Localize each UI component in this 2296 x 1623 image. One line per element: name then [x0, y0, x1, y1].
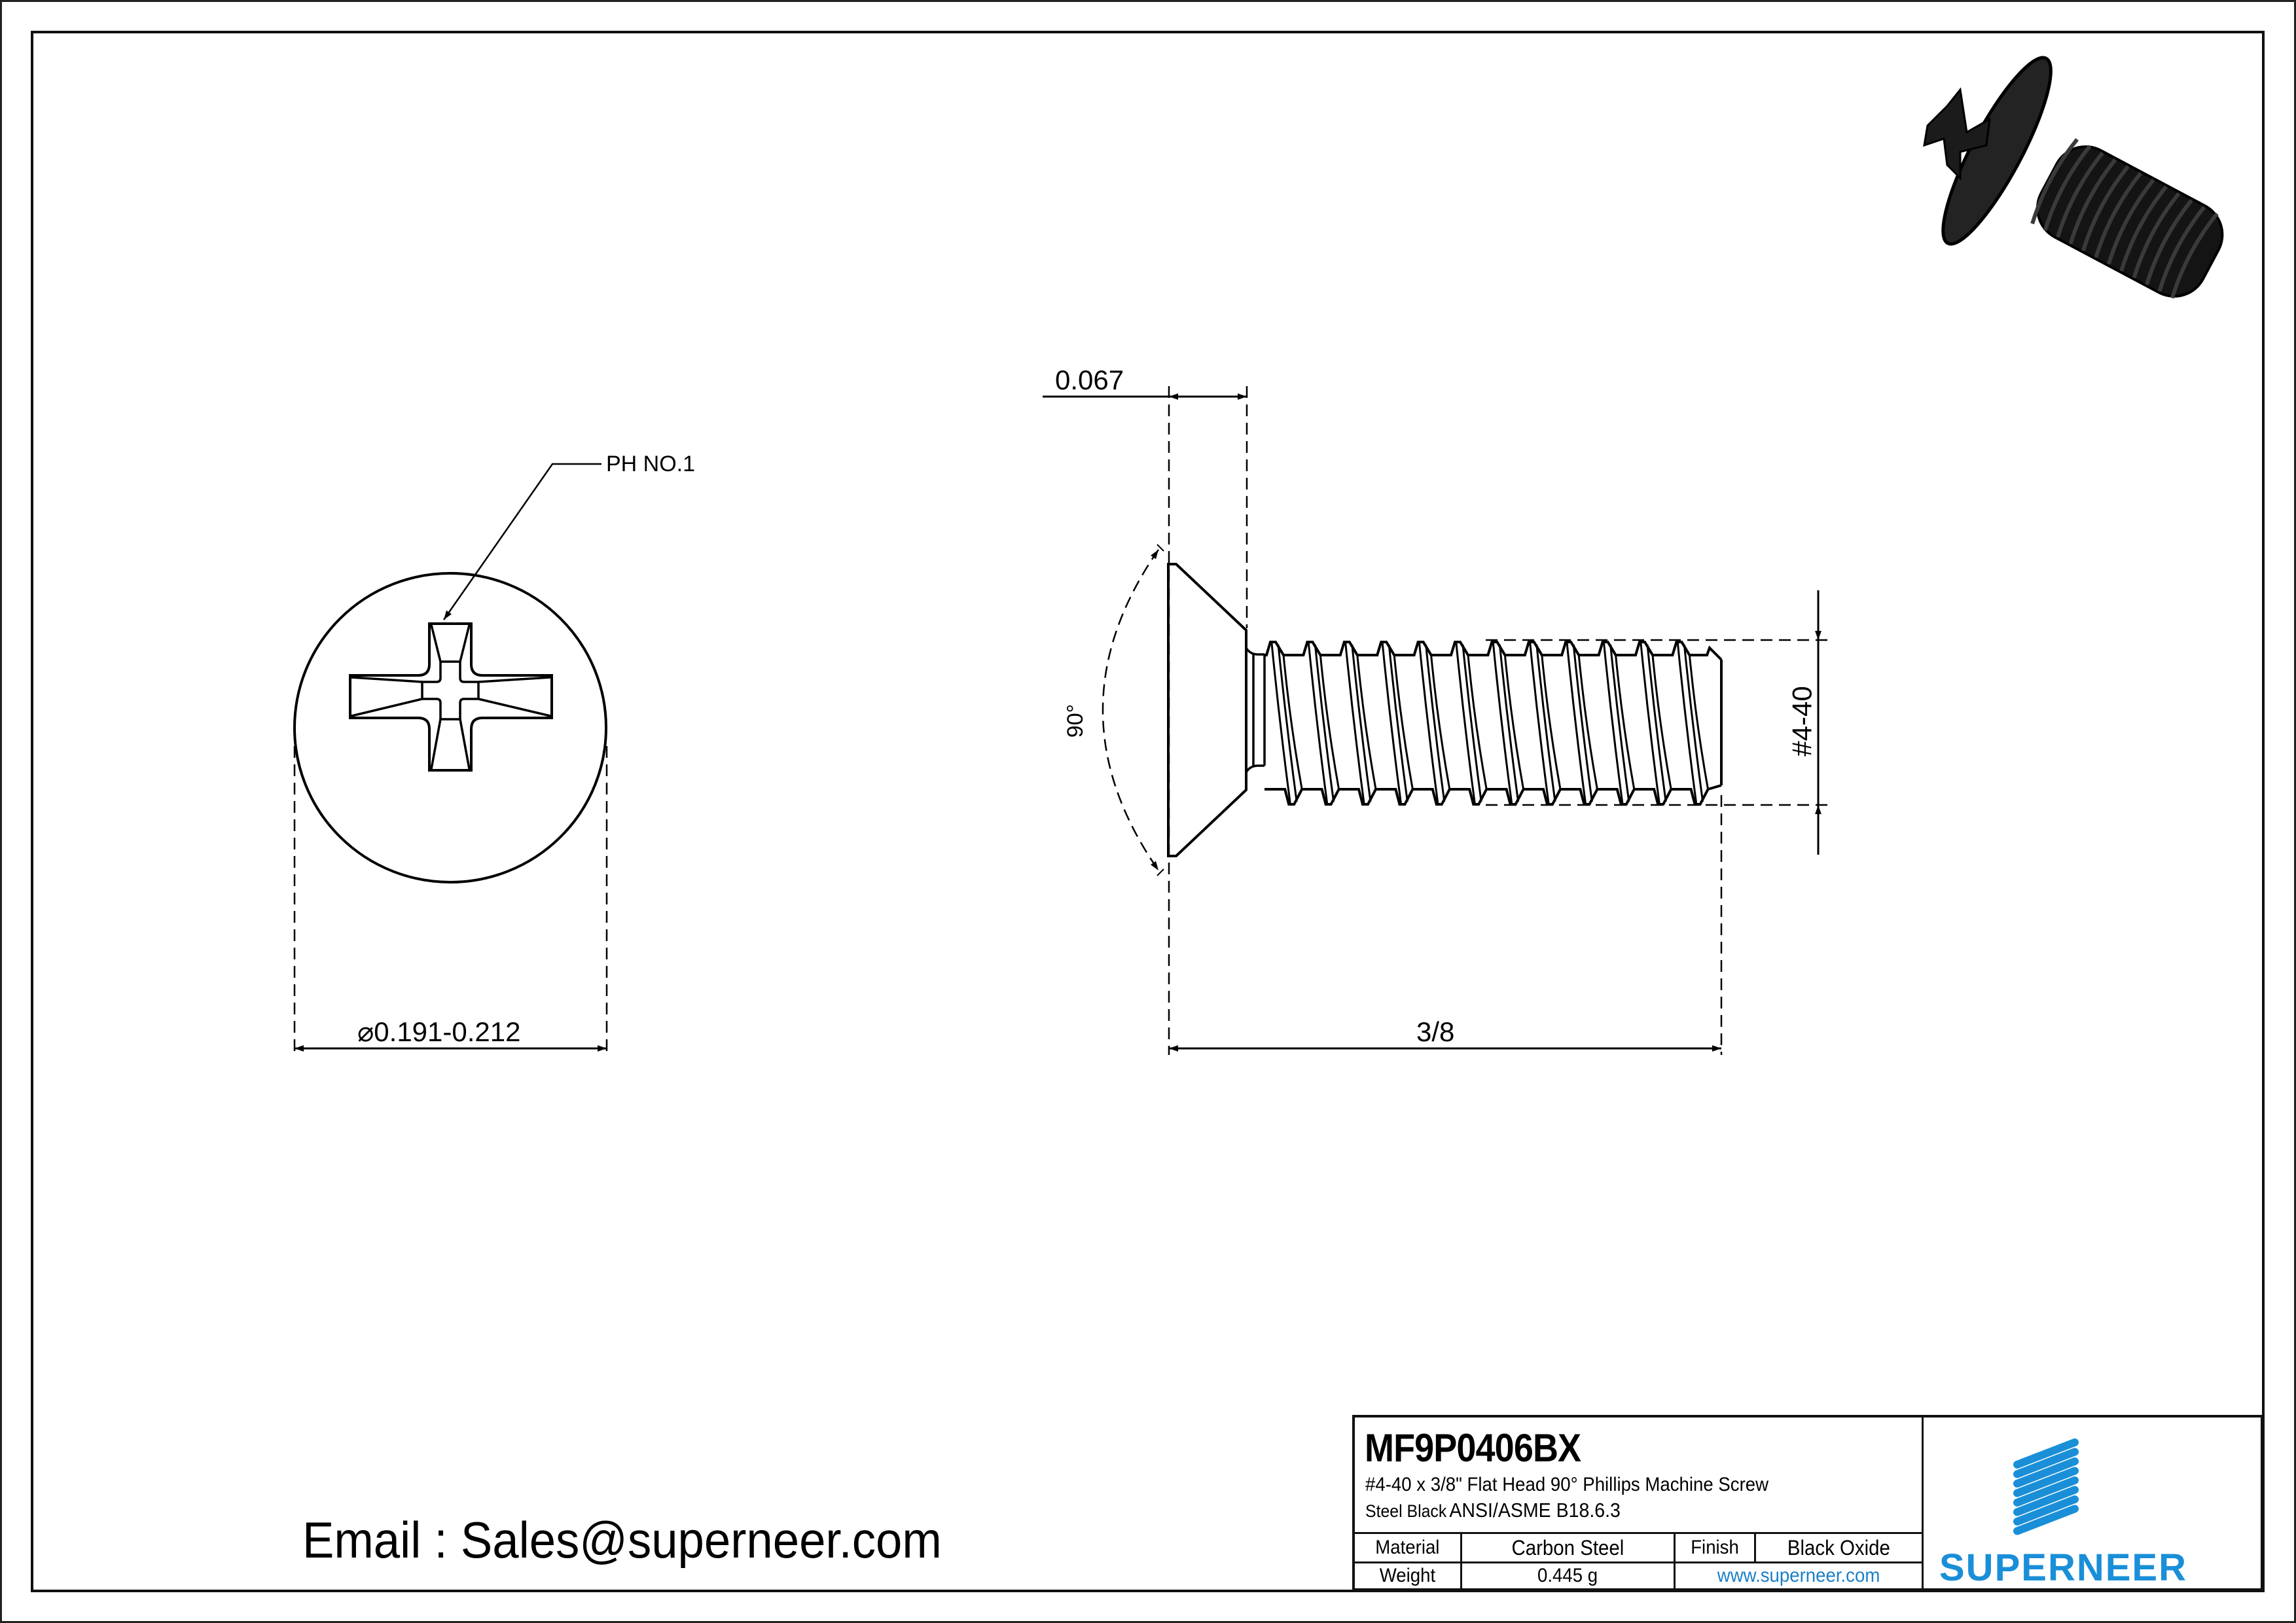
finish-label-cell: Finish: [1676, 1534, 1756, 1563]
front-view: [293, 463, 608, 1055]
superneer-logo: SUPERNEER: [1924, 1418, 2263, 1589]
material-label-cell: Material: [1355, 1534, 1462, 1563]
head-height-label: 0.067: [1055, 365, 1124, 395]
logo-wordmark: SUPERNEER: [1939, 1546, 2187, 1589]
inner-frame: [31, 31, 2265, 1592]
thread-profile: [1265, 641, 1723, 806]
description-standard: ANSI/ASME B18.6.3: [1449, 1499, 1621, 1522]
weight-value-cell: 0.445 g: [1462, 1563, 1676, 1588]
angle-label: 90°: [1063, 704, 1088, 738]
side-view: [1043, 386, 1827, 1055]
part-number: MF9P0406BX: [1365, 1426, 1581, 1470]
head-diameter-value: 0.191-0.212: [374, 1016, 521, 1047]
title-block: MF9P0406BX #4-40 x 3/8" Flat Head 90° Ph…: [1352, 1415, 2263, 1591]
iso-screw-render: [1923, 56, 2224, 299]
length-label: 3/8: [1416, 1016, 1455, 1047]
countersunk-head: [1167, 563, 1247, 857]
logo-stripes-icon: [2013, 1438, 2079, 1535]
weight-label-cell: Weight: [1355, 1563, 1462, 1588]
angle-dimension-arc: [1102, 549, 1160, 871]
description-line-1: #4-40 x 3/8" Flat Head 90° Phillips Mach…: [1365, 1474, 1769, 1495]
website-cell: www.superneer.com: [1676, 1563, 1924, 1588]
title-block-description: MF9P0406BX #4-40 x 3/8" Flat Head 90° Ph…: [1355, 1418, 1924, 1534]
recess-callout-label: PH NO.1: [606, 452, 696, 476]
description-line-2: Steel Black ANSI/ASME B18.6.3: [1365, 1499, 1621, 1522]
head-diameter-label: ⌀0.191-0.212: [357, 1016, 521, 1048]
description-material: Steel Black: [1365, 1501, 1447, 1521]
phillips-recess-icon: [349, 622, 553, 772]
diameter-symbol-icon: ⌀: [357, 1016, 374, 1047]
head-outline: [293, 572, 607, 883]
material-value-cell: Carbon Steel: [1462, 1534, 1676, 1563]
contact-email: Email : Sales@superneer.com: [302, 1511, 942, 1569]
website-link[interactable]: www.superneer.com: [1717, 1565, 1880, 1586]
finish-value-cell: Black Oxide: [1756, 1534, 1924, 1563]
thread-size-label: #4-40: [1786, 686, 1818, 757]
recess-leader: [442, 463, 601, 620]
